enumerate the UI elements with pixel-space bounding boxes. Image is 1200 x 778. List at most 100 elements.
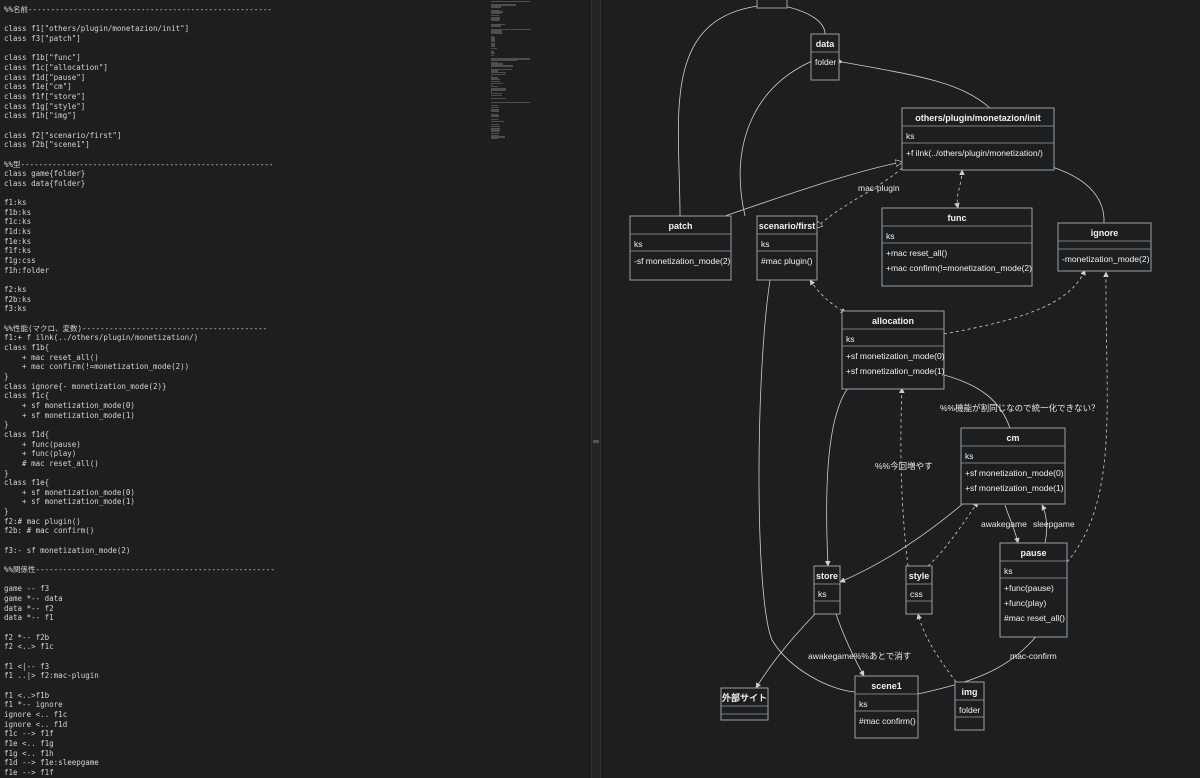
code-line[interactable]: f1:+ f ilnk(../others/plugin/monetizatio… [4, 333, 199, 343]
code-line[interactable]: class f1c{ [4, 391, 50, 401]
code-line[interactable]: f1e --> f1f [4, 767, 54, 777]
code-line[interactable]: %%関係性-----------------------------------… [4, 565, 275, 575]
scrollbar-grip[interactable] [593, 440, 599, 443]
code-line[interactable]: f1c:ks [4, 217, 32, 227]
code-line[interactable]: } [4, 507, 9, 517]
code-line[interactable]: f1g:css [4, 256, 36, 266]
code-line[interactable]: data *-- f1 [4, 613, 54, 623]
code-line[interactable]: f1e <.. f1g [4, 738, 54, 748]
code-line[interactable]: f1d:ks [4, 227, 32, 237]
code-line[interactable] [4, 575, 490, 585]
code-text[interactable]: %%名前------------------------------------… [0, 0, 490, 778]
minimap-line [491, 39, 495, 41]
code-line[interactable] [4, 623, 490, 633]
code-editor[interactable]: %%名前------------------------------------… [0, 0, 490, 778]
node-box [813, 565, 841, 615]
code-line[interactable]: f2:# mac plugin() [4, 516, 81, 526]
code-line[interactable]: + mac reset_all() [4, 352, 99, 362]
code-line[interactable]: } [4, 468, 9, 478]
code-line[interactable]: data *-- f2 [4, 603, 54, 613]
code-line[interactable]: } [4, 371, 9, 381]
code-line[interactable]: f1d --> f1e:sleepgame [4, 758, 99, 768]
code-line[interactable]: + sf monetization_mode(0) [4, 400, 135, 410]
code-line[interactable] [4, 555, 490, 565]
code-line[interactable]: f3:- sf monetization_mode(2) [4, 545, 131, 555]
code-line[interactable] [4, 15, 490, 25]
code-line[interactable]: f2b:ks [4, 294, 32, 304]
code-line[interactable]: f2b: # mac confirm() [4, 526, 95, 536]
code-line[interactable] [4, 150, 490, 160]
code-line[interactable]: class ignore{- monetization_mode(2)} [4, 381, 167, 391]
code-line[interactable]: + mac confirm(!=monetization_mode(2)) [4, 362, 190, 372]
code-line[interactable]: f1g <.. f1h [4, 748, 54, 758]
code-line[interactable]: + sf monetization_mode(1) [4, 410, 135, 420]
code-line[interactable]: class f2b["scene1"] [4, 140, 90, 150]
code-line[interactable]: ignore <.. f1c [4, 709, 68, 719]
code-line[interactable]: class f1b["func"] [4, 53, 81, 63]
code-line[interactable]: f1 <..>f1b [4, 690, 50, 700]
node-row: #mac plugin() [761, 256, 813, 266]
code-line[interactable]: class game{folder} [4, 169, 86, 179]
code-line[interactable]: + sf monetization_mode(0) [4, 487, 135, 497]
code-line[interactable]: f2 <..> f1c [4, 642, 54, 652]
code-line[interactable]: + sf monetization_mode(1) [4, 497, 135, 507]
code-line[interactable] [4, 275, 490, 285]
code-line[interactable]: class f1["others/plugin/monetazion/init"… [4, 24, 190, 34]
code-line[interactable] [4, 44, 490, 54]
code-line[interactable]: f1 <|-- f3 [4, 661, 50, 671]
code-line[interactable]: class f1b{ [4, 342, 50, 352]
code-line[interactable] [4, 188, 490, 198]
node-row: ks [965, 451, 974, 461]
code-line[interactable]: class f1d{ [4, 429, 50, 439]
code-line[interactable]: f1f:ks [4, 246, 32, 256]
code-line[interactable]: ignore <.. f1d [4, 719, 68, 729]
code-line[interactable]: %%名前------------------------------------… [4, 5, 272, 14]
code-line[interactable]: f3:ks [4, 304, 27, 314]
code-line[interactable]: class f2["scenario/first"] [4, 130, 122, 140]
minimap[interactable] [491, 0, 587, 778]
code-line[interactable]: %%性能(マクロ、変数)----------------------------… [4, 323, 268, 333]
code-line[interactable]: f1 ..|> f2:mac-plugin [4, 671, 99, 681]
code-line[interactable]: class f3["patch"] [4, 33, 81, 43]
code-line[interactable]: %%型-------------------------------------… [4, 159, 274, 169]
code-line[interactable] [4, 314, 490, 324]
code-line[interactable]: game -- f3 [4, 584, 50, 594]
minimap-line [491, 63, 504, 65]
minimap-line [491, 1, 530, 3]
code-line[interactable]: f1:ks [4, 198, 27, 208]
code-line[interactable]: } [4, 420, 9, 430]
code-line[interactable]: + func(play) [4, 449, 77, 459]
code-line[interactable]: class f1e{ [4, 478, 50, 488]
minimap-line [491, 65, 513, 67]
minimap-line [491, 118, 498, 121]
code-line[interactable]: class f1f["store"] [4, 91, 86, 101]
code-line[interactable] [4, 536, 490, 546]
code-line[interactable]: f1h:folder [4, 265, 50, 275]
code-line[interactable]: f2 *-- f2b [4, 632, 50, 642]
code-line[interactable] [4, 681, 490, 691]
code-line[interactable]: class f1c["allocation"] [4, 62, 108, 72]
code-line[interactable]: f2:ks [4, 285, 27, 295]
code-line[interactable]: f1b:ks [4, 207, 32, 217]
label-mac-plugin: mac-plugin [858, 183, 900, 193]
code-line[interactable]: game *-- data [4, 594, 63, 604]
minimap-line [491, 136, 506, 138]
node-title: style [909, 571, 930, 581]
editor-scrollbar[interactable] [591, 0, 601, 778]
code-line[interactable]: f1 *-- ignore [4, 700, 63, 710]
code-line[interactable]: class f1d["pause"] [4, 72, 86, 82]
code-line[interactable] [4, 121, 490, 131]
code-line[interactable]: f1e:ks [4, 236, 32, 246]
edge-scenario-scene1 [758, 273, 856, 693]
code-line[interactable]: f1c --> f1f [4, 729, 54, 739]
code-line[interactable]: class f1g["style"] [4, 101, 86, 111]
code-line[interactable]: class f1h["img"] [4, 111, 77, 121]
code-line[interactable]: + func(pause) [4, 439, 81, 449]
code-line[interactable]: # mac reset_all() [4, 458, 99, 468]
code-line[interactable]: class f1e["cm"] [4, 82, 72, 92]
code-line[interactable] [4, 652, 490, 662]
code-line[interactable]: class data{folder} [4, 178, 86, 188]
